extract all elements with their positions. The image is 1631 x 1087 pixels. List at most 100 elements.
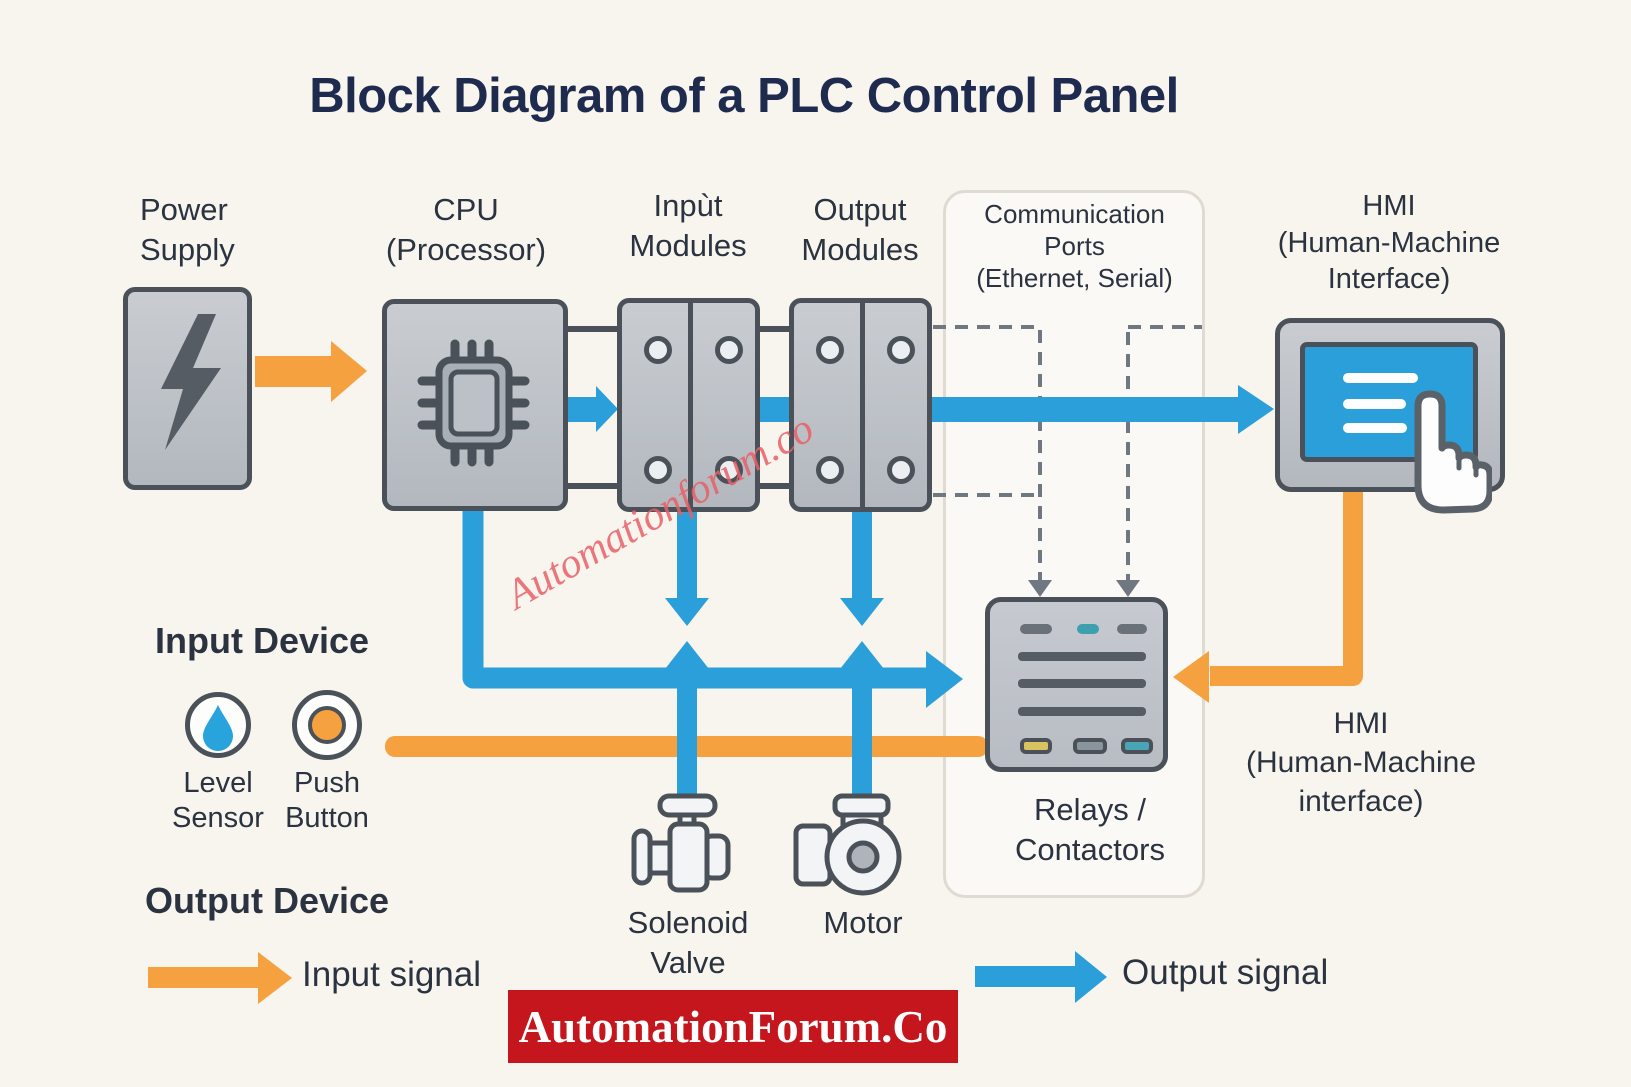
hmi-screen	[1300, 342, 1478, 462]
button-cap	[308, 706, 346, 744]
relay-indicator	[1073, 738, 1107, 754]
arrow-shaft	[148, 967, 260, 988]
dashed-arrowhead	[1116, 580, 1140, 597]
output-modules-label: Output Modules	[801, 192, 919, 268]
arrowhead	[665, 641, 709, 669]
screen-text-bar	[1343, 423, 1407, 433]
push-button-label: Push Button	[285, 767, 369, 835]
drop-shape	[203, 705, 233, 751]
hmi-to-relays-arrow	[1173, 490, 1363, 703]
finger-gaps	[1456, 455, 1479, 478]
screw-icon	[816, 336, 844, 364]
arrow-shaft	[677, 510, 697, 599]
screw-icon	[715, 336, 743, 364]
arrowhead	[1173, 651, 1209, 703]
arrowhead	[840, 598, 884, 626]
legend-output-arrow	[975, 951, 1107, 1003]
arrowhead	[840, 641, 884, 669]
screw-icon	[816, 456, 844, 484]
arrow-path	[462, 505, 928, 689]
chip-core	[448, 369, 500, 437]
relays-label: Relays / Contactors	[1015, 792, 1165, 868]
arrow-shaft	[852, 510, 872, 599]
screen-text-bar	[1343, 373, 1418, 383]
connector-rail	[756, 483, 792, 489]
motor-line-up-arrow	[840, 641, 884, 800]
screen-text-bar	[1343, 399, 1406, 409]
solenoid-line-up-arrow	[665, 641, 709, 800]
dashed-link	[933, 325, 1042, 585]
arrow-shaft	[852, 668, 872, 800]
page-title: Block Diagram of a PLC Control Panel	[309, 69, 1179, 123]
solenoid-valve-icon	[631, 793, 731, 893]
module-divider	[688, 303, 693, 507]
push-button-icon	[292, 690, 362, 760]
valve-flange-left	[631, 828, 653, 886]
arrowhead	[331, 341, 367, 402]
screw-icon	[887, 336, 915, 364]
level-sensor-icon	[185, 692, 251, 758]
relay-slot	[1077, 624, 1099, 634]
input-module-down-arrow	[665, 510, 709, 626]
arrowhead	[926, 651, 963, 708]
comm-ports-label: Communication Ports (Ethernet, Serial)	[976, 199, 1173, 294]
motor-label: Motor	[823, 905, 903, 940]
input-modules-block	[617, 298, 760, 512]
output-device-heading: Output Device	[145, 880, 390, 921]
screw-icon	[887, 456, 915, 484]
output-to-hmi-arrow	[928, 385, 1274, 434]
chip-icon	[417, 339, 530, 467]
arrowhead	[1075, 951, 1107, 1003]
screw-icon	[644, 336, 672, 364]
valve-handle	[657, 793, 718, 818]
arrow-shaft	[566, 397, 598, 422]
site-banner: AutomationForum.Co	[508, 990, 958, 1063]
arrow-shaft	[928, 397, 1240, 422]
legend-output-label: Output signal	[1122, 953, 1329, 992]
relay-slot	[1117, 624, 1147, 634]
lightning-icon	[161, 314, 221, 450]
legend-input-label: Input signal	[302, 955, 482, 994]
arrowhead	[596, 386, 618, 432]
solenoid-valve-label: Solenoid Valve	[627, 905, 749, 981]
relay-slot	[1020, 624, 1052, 634]
arrowhead	[258, 952, 292, 1004]
hmi-right-label: HMI (Human-Machine interface)	[1245, 707, 1477, 818]
relays-contactors-block	[985, 597, 1168, 772]
connector-rail	[756, 326, 792, 332]
power-supply-label: Power Supply	[140, 192, 235, 268]
relay-indicator	[1121, 738, 1153, 754]
cpu-block	[382, 299, 568, 511]
relay-indicator	[1020, 738, 1052, 754]
hand-shape	[1414, 390, 1492, 514]
arrow-path	[1210, 490, 1363, 686]
touch-hand-icon	[1414, 390, 1492, 514]
power-to-cpu-arrow	[255, 341, 367, 402]
motor-icon	[793, 793, 902, 896]
motor-cap	[832, 793, 891, 818]
valve-body	[667, 821, 710, 893]
arrow-shaft	[255, 356, 333, 387]
input-device-heading: Input Device	[155, 620, 370, 661]
cpu-to-relays-arrow	[462, 505, 963, 708]
power-supply-block	[123, 287, 252, 490]
relay-bar	[1018, 679, 1146, 688]
water-drop-icon	[203, 705, 233, 751]
cpu-to-input-arrow	[566, 386, 618, 432]
communication-ports-panel	[943, 190, 1205, 898]
cpu-label: CPU (Processor)	[385, 192, 547, 268]
relay-bar	[1018, 707, 1146, 716]
arrowhead	[1238, 385, 1274, 434]
dashed-arrowhead	[1028, 580, 1052, 597]
input-to-output-segment	[756, 397, 792, 422]
screw-icon	[644, 456, 672, 484]
arrow-shaft	[677, 668, 697, 800]
output-module-down-arrow	[840, 510, 884, 626]
input-modules-label: Inpùt Modules	[629, 188, 747, 264]
hmi-top-label: HMI (Human-Machine Interface)	[1277, 190, 1501, 296]
screw-icon	[715, 456, 743, 484]
module-divider	[860, 303, 865, 507]
connector-rail	[564, 483, 620, 489]
arrowhead	[665, 598, 709, 626]
